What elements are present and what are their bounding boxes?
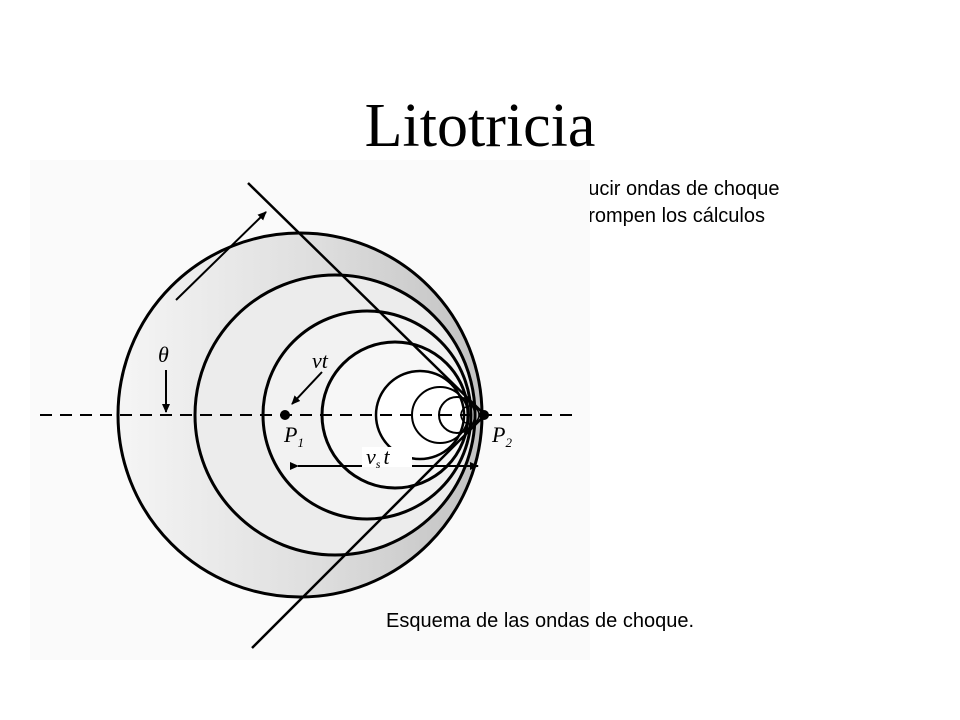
p2-label: P2 [491, 422, 512, 450]
diagram-caption: Esquema de las ondas de choque. [386, 610, 694, 632]
propagation-arrow [175, 211, 267, 301]
theta-label: θ [158, 342, 169, 367]
point-p1 [280, 410, 290, 420]
p1-label: P1 [283, 422, 304, 450]
point-p2 [479, 410, 489, 420]
vst-label-bg [362, 447, 412, 467]
cone-line-upper [247, 182, 486, 416]
cone-line-lower [251, 414, 486, 649]
slide-title: Litotricia [364, 92, 596, 160]
vt-label: vt [312, 348, 329, 373]
vt-arrow [291, 371, 323, 405]
wavefront-circle-7 [438, 396, 476, 434]
